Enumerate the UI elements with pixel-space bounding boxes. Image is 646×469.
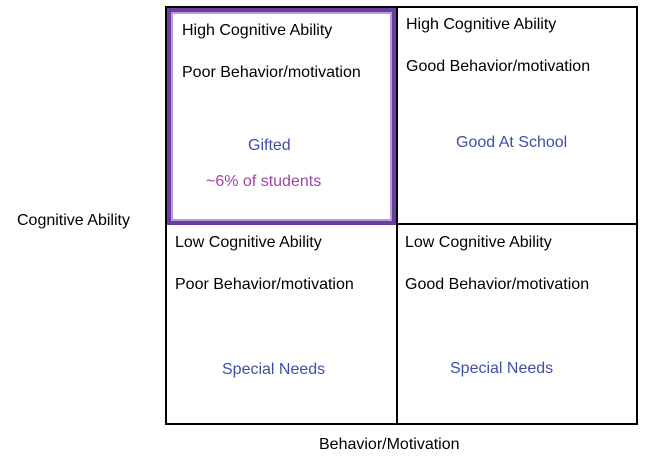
quadrant-bottom-left-line2: Poor Behavior/motivation xyxy=(175,276,354,293)
gifted-highlight-border xyxy=(167,8,396,225)
quadrant-top-right-line2: Good Behavior/motivation xyxy=(406,58,591,75)
horizontal-divider xyxy=(165,223,638,225)
quadrant-bottom-left-label: Special Needs xyxy=(222,361,326,378)
x-axis-label: Behavior/Motivation xyxy=(319,436,460,453)
quadrant-bottom-left-line1: Low Cognitive Ability xyxy=(175,234,322,251)
quadrant-bottom-right-label: Special Needs xyxy=(450,360,554,377)
quadrant-top-right-label: Good At School xyxy=(456,134,568,151)
quadrant-top-left-line1: High Cognitive Ability xyxy=(182,22,333,39)
vertical-divider xyxy=(396,6,398,425)
quadrant-grid-frame xyxy=(165,6,638,425)
y-axis-label: Cognitive Ability xyxy=(17,212,130,229)
quadrant-top-left-label: Gifted xyxy=(248,137,291,154)
quadrant-top-left-line2: Poor Behavior/motivation xyxy=(182,64,361,81)
quadrant-bottom-right-line2: Good Behavior/motivation xyxy=(405,276,590,293)
gifted-highlight-inner-border xyxy=(171,12,392,221)
quadrant-top-right-line1: High Cognitive Ability xyxy=(406,16,557,33)
quadrant-top-left-note: ~6% of students xyxy=(206,173,322,190)
quadrant-bottom-right-line1: Low Cognitive Ability xyxy=(405,234,552,251)
